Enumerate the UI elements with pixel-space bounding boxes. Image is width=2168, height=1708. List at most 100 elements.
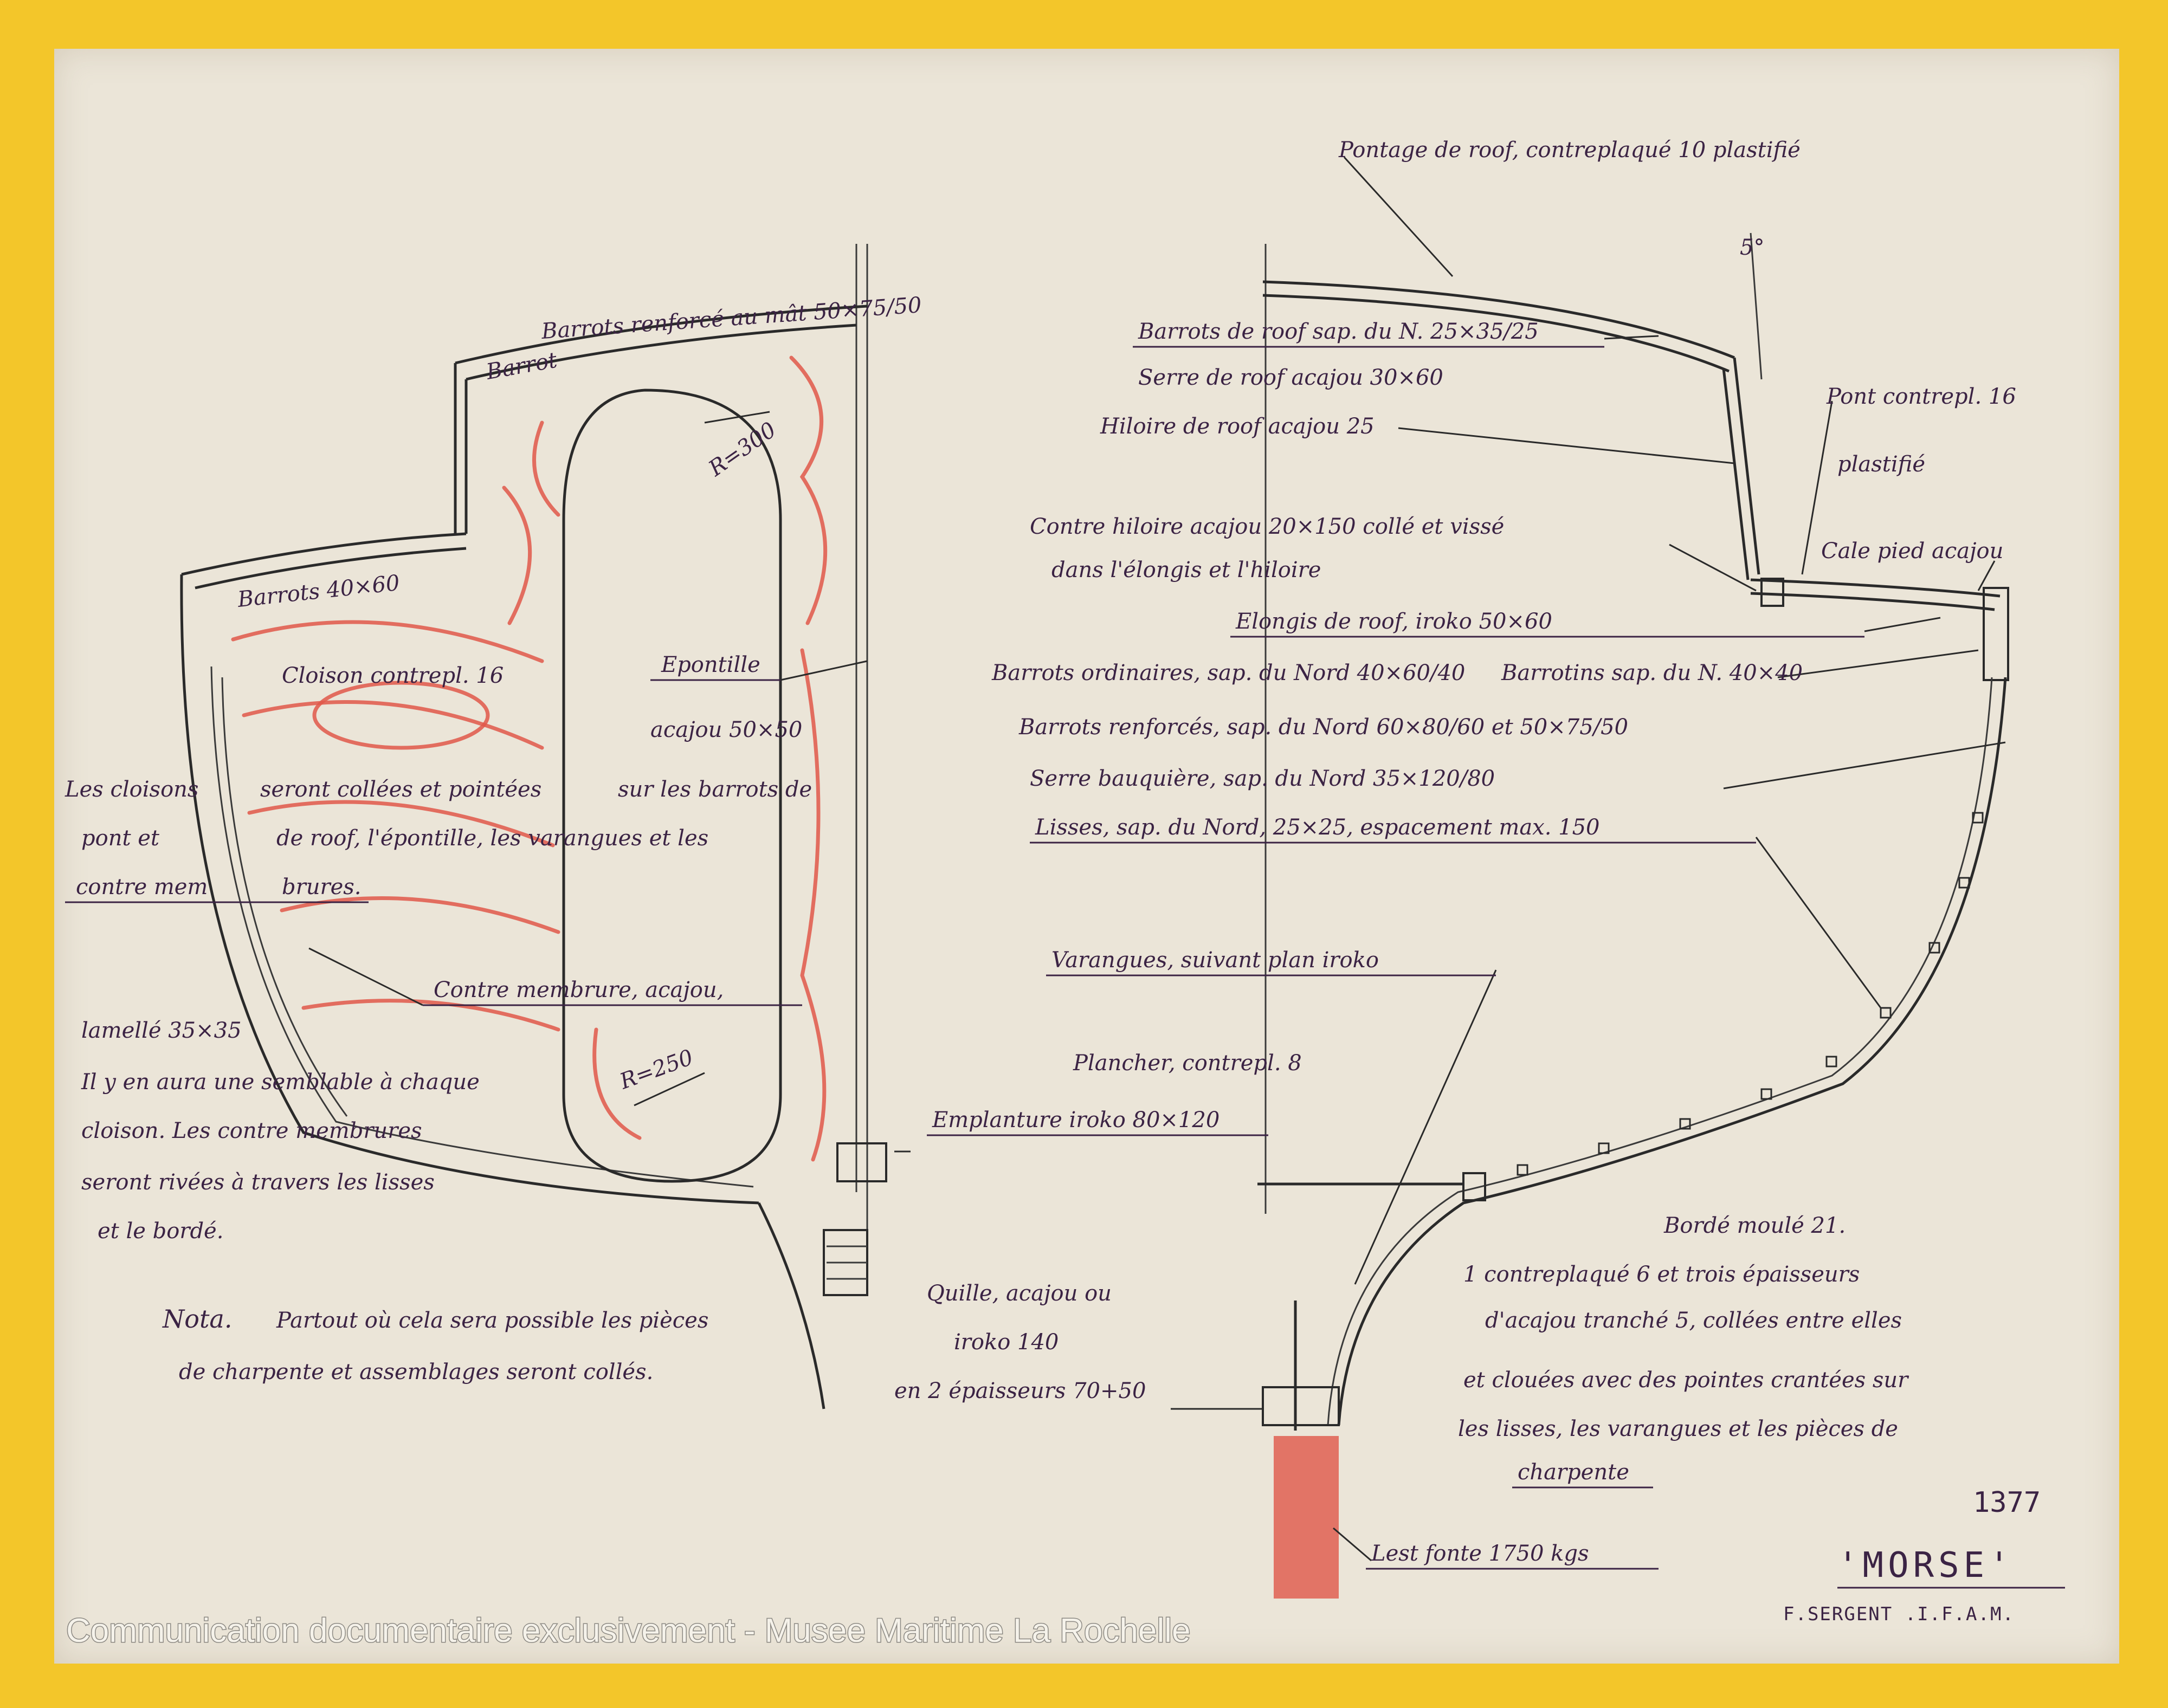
roof-inner-left [466,324,857,381]
label-pontage: Pontage de roof, contreplaqué 10 plastif… [1338,138,1801,163]
label-serre-roof: Serre de roof acajou 30×60 [1138,365,1443,390]
wood-grain [280,896,560,934]
label-lest: Lest fonte 1750 kgs [1371,1541,1589,1566]
emplanture-block [836,1142,887,1182]
keel-curve-left [757,1202,825,1409]
lamelle-left [221,677,348,1117]
label-contre-hiloire-2: dans l'élongis et l'hiloire [1051,558,1321,583]
label-barrots-ordinaires: Barrots ordinaires, sap. du Nord 40×60/4… [991,661,1465,685]
wood-grain [592,1027,642,1140]
wood-grain [800,648,827,1162]
label-barrots-renforces: Barrots renforcés, sap. du Nord 60×80/60… [1018,715,1628,740]
label-borde-1: Bordé moulé 21. [1663,1213,1846,1238]
roof-top-right [1262,280,1735,359]
label-lisses: Lisses, sap. du Nord, 25×25, espacement … [1035,815,1600,840]
wood-knot [312,681,490,750]
r300-leader [704,411,770,424]
r250-leader [634,1072,705,1107]
label-radius-300: R=300 [704,417,781,482]
label-varangues: Varangues, suivant plan iroko [1051,948,1379,973]
epontille-leader [780,660,868,681]
label-contre-membrure: Contre membrure, acajou, [434,978,724,1002]
wood-grain [789,355,828,625]
coaming-right [1733,357,1760,575]
floor-bearer [1462,1172,1486,1201]
right-labels: Pontage de roof, contreplaqué 10 plastif… [894,138,2016,1570]
lisse-marker [1760,1088,1772,1100]
label-nota: Nota. [162,1304,232,1334]
label-barrots-roof: Barrots de roof sap. du N. 25×35/25 [1138,319,1539,344]
deck-inner-left [195,547,467,590]
lisse-marker [1825,1056,1837,1068]
cale-pied-leader [1977,560,1996,591]
lisse-marker [1679,1118,1691,1130]
label-contre-hiloire-1: Contre hiloire acajou 20×150 collé et vi… [1030,514,1504,539]
angle-line [1750,232,1763,380]
label-cloisons-1c: sur les barrots de [618,777,812,802]
author: F.SERGENT .I.F.A.M. [1783,1603,2015,1625]
label-nota-1: Partout où cela sera possible les pièces [276,1308,708,1333]
lead-ballast [1274,1436,1339,1599]
tracing-paper [54,49,2119,1664]
lisses-leader [1755,837,1882,1008]
deck-inner-right [1750,592,1995,611]
contre-membrure-left [210,666,754,1188]
label-plancher: Plancher, contrepl. 8 [1073,1051,1302,1076]
label-quille-2: iroko 140 [954,1330,1059,1355]
label-borde-3: d'acajou tranché 5, collées entre elles [1485,1308,1902,1333]
label-angle: 5° [1740,235,1764,260]
label-cloisons-3b: brures. [282,875,362,900]
lest-leader [1333,1527,1372,1562]
lisse-marker [1958,877,1970,889]
label-epontille-1: Epontille [661,652,760,677]
deck-left [181,532,467,576]
label-semblable-2: cloison. Les contre membrures [81,1118,422,1143]
hull-outer-right [1337,677,2007,1426]
roof-top-left [455,305,868,365]
label-cloisons-1b: seront collées et pointées [260,777,541,802]
label-radius-250: R=250 [616,1045,696,1094]
hull-outer-left [180,574,759,1205]
label-emplanture: Emplanture iroko 80×120 [932,1108,1220,1133]
pontage-leader [1343,156,1454,277]
wood-grain [502,486,532,625]
label-pont-contrepl-1: Pont contrepl. 16 [1826,384,2016,409]
keel-block-right [1262,1386,1340,1426]
contre-hiloire-leader [1669,544,1757,592]
coaming-inner-right [1722,368,1750,580]
varangues-leader [1354,969,1497,1285]
label-borde-6: charpente [1518,1460,1629,1485]
label-elongis: Elongis de roof, iroko 50×60 [1235,609,1552,634]
serre-bauquiere-block [1983,587,2009,681]
roof-inner-right [1262,294,1730,373]
wood-grain [247,800,555,847]
bulkhead-opening [562,389,782,1183]
wood-grain [231,620,544,663]
label-semblable-3: seront rivées à travers les lisses [81,1170,435,1195]
lisse-marker [1880,1007,1892,1019]
label-cloisons-2a: pont et [81,826,160,851]
label-borde-2: 1 contreplaqué 6 et trois épaisseurs [1463,1262,1860,1287]
label-hiloire-roof: Hiloire de roof acajou 25 [1100,414,1375,439]
lisse-marker [1598,1142,1610,1154]
lisse-marker [1928,942,1940,954]
barrotins-leader [1777,649,1979,678]
lisse-marker [1517,1164,1528,1176]
deck-right [1750,578,2001,598]
serre-leader [1723,741,2006,790]
sheet-number: 1377 [1973,1486,2041,1519]
label-cloisons-1a: Les cloisons [64,777,198,802]
label-borde-5: les lisses, les varangues et les pièces … [1458,1416,1898,1441]
label-quille-3: en 2 épaisseurs 70+50 [894,1379,1146,1403]
wood-grain [532,420,560,517]
watermark: Communication documentaire exclusivement… [66,1612,1190,1649]
label-cloison: Cloison contrepl. 16 [282,663,504,688]
barrots-roof-leader [1604,335,1659,340]
title-block: 1377 'MORSE' F.SERGENT .I.F.A.M. [1783,1486,2065,1625]
elongis-leader [1864,617,1941,632]
left-section [180,244,887,1409]
label-lamelle: lamellé 35×35 [81,1018,242,1043]
label-pont-contrepl-2: plastifié [1837,452,1925,477]
label-quille-1: Quille, acajou ou [927,1281,1112,1306]
